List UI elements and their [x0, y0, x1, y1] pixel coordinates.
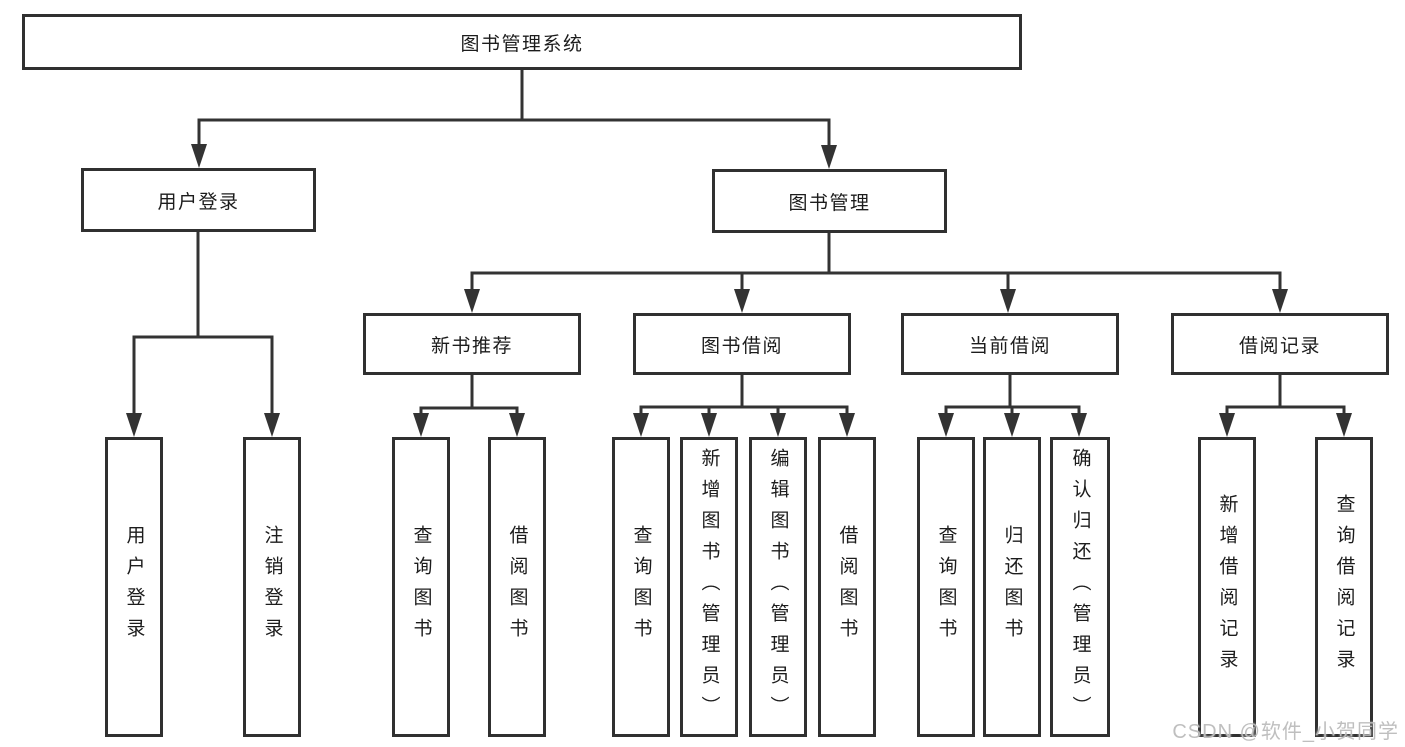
node-label: 查询图书: [630, 525, 652, 649]
leaf-confirm-return-admin: 确认归还（管理员）: [1050, 437, 1110, 737]
node-label: 查询图书: [410, 525, 432, 649]
node-label: 用户登录: [157, 191, 240, 213]
leaf-return-books: 归还图书: [983, 437, 1041, 737]
connector-borrow-split: [639, 374, 849, 416]
connector-current-split: [944, 375, 1081, 416]
node-label: 图书管理系统: [460, 33, 584, 55]
connector-root-split: [197, 70, 831, 147]
csdn-watermark: CSDN @软件_小贺同学: [1172, 721, 1399, 743]
node-label: 图书借阅: [700, 335, 783, 357]
arrowheads: [126, 144, 1352, 437]
connector-user-login-split: [132, 232, 274, 415]
node-label: 查询图书: [935, 525, 957, 649]
node-label: 新书推荐: [430, 335, 513, 357]
leaf-query-borrow-record: 查询借阅记录: [1315, 437, 1373, 737]
leaf-logout-login: 注销登录: [243, 437, 301, 737]
node-label: 借阅图书: [836, 525, 858, 649]
node-current-borrowing: 当前借阅: [901, 313, 1119, 375]
leaf-query-books-borrow: 查询图书: [612, 437, 670, 737]
leaf-query-books-current: 查询图书: [917, 437, 975, 737]
leaf-borrow-books-borrow: 借阅图书: [818, 437, 876, 737]
connector-records-split: [1225, 375, 1346, 416]
node-label: 确认归还（管理员）: [1069, 447, 1091, 727]
leaf-borrow-books-recommend: 借阅图书: [488, 437, 546, 737]
node-label: 新增图书（管理员）: [698, 447, 720, 727]
connector-book-mgmt-split: [470, 233, 1282, 291]
node-label: 查询借阅记录: [1333, 494, 1355, 680]
node-label: 借阅记录: [1238, 335, 1321, 357]
node-label: 新增借阅记录: [1216, 494, 1238, 680]
leaf-edit-books-admin: 编辑图书（管理员）: [749, 437, 807, 737]
node-library-management-system: 图书管理系统: [22, 14, 1022, 70]
node-label: 当前借阅: [968, 335, 1051, 357]
node-borrowing-records: 借阅记录: [1171, 313, 1389, 375]
node-label: 注销登录: [261, 525, 283, 649]
leaf-add-books-admin: 新增图书（管理员）: [680, 437, 738, 737]
node-label: 借阅图书: [506, 525, 528, 649]
node-label: 归还图书: [1001, 525, 1023, 649]
leaf-add-borrow-record: 新增借阅记录: [1198, 437, 1256, 737]
node-book-borrowing: 图书借阅: [633, 313, 851, 375]
node-label: 编辑图书（管理员）: [767, 447, 789, 727]
leaf-query-books-recommend: 查询图书: [392, 437, 450, 737]
leaf-user-login: 用户登录: [105, 437, 163, 737]
connector-recommend-split: [419, 375, 519, 416]
node-book-management: 图书管理: [712, 169, 947, 233]
node-new-book-recommend: 新书推荐: [363, 313, 581, 375]
node-user-login: 用户登录: [81, 168, 316, 232]
node-label: 用户登录: [123, 525, 145, 649]
node-label: 图书管理: [788, 192, 871, 214]
